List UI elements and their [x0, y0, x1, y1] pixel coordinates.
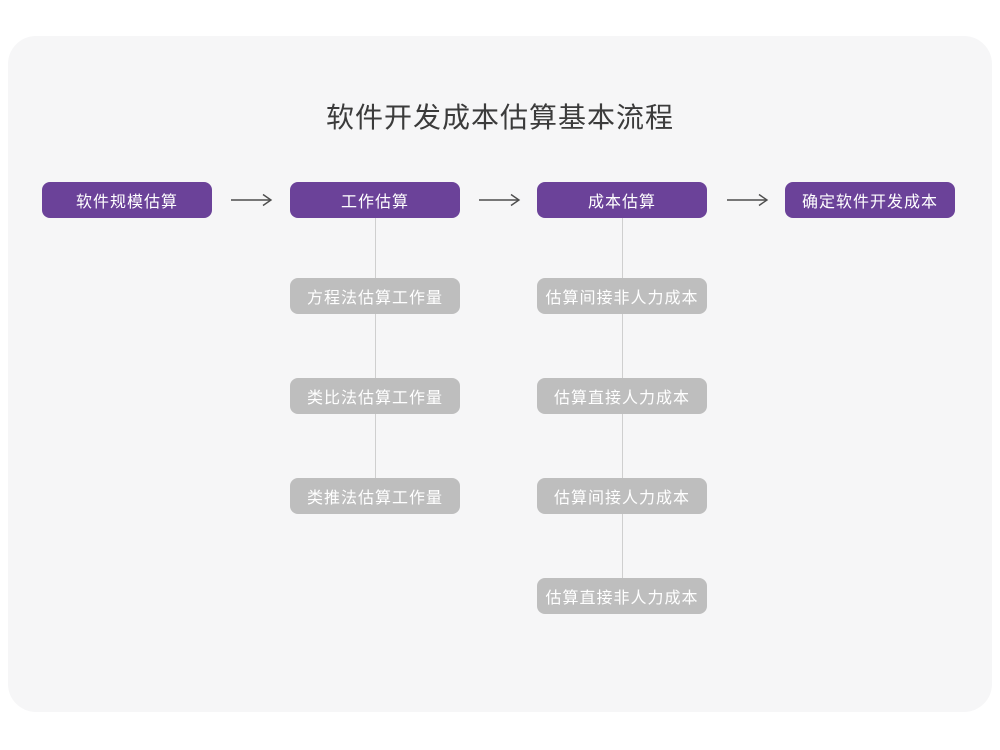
cost-item-direct-non-labor: 估算直接非人力成本: [537, 578, 707, 614]
cost-item-direct-labor: 估算直接人力成本: [537, 378, 707, 414]
flow-step-determine-dev-cost: 确定软件开发成本: [785, 182, 955, 218]
node-label: 类推法估算工作量: [306, 490, 443, 507]
connector-line-work-column: [374, 218, 376, 496]
node-label: 确定软件开发成本: [801, 194, 938, 211]
flow-step-cost-estimation: 成本估算: [537, 182, 707, 218]
work-method-analogy: 类比法估算工作量: [290, 378, 460, 414]
flow-arrow-icon: [478, 193, 522, 207]
node-label: 估算间接非人力成本: [545, 290, 699, 307]
node-label: 工作估算: [340, 194, 409, 211]
cost-item-indirect-non-labor: 估算间接非人力成本: [537, 278, 707, 314]
flow-arrow-icon: [230, 193, 274, 207]
diagram-title: 软件开发成本估算基本流程: [325, 102, 674, 133]
flow-arrow-icon: [726, 193, 770, 207]
flow-step-software-scale-estimation: 软件规模估算: [42, 182, 212, 218]
node-label: 方程法估算工作量: [306, 290, 443, 307]
cost-item-indirect-labor: 估算间接人力成本: [537, 478, 707, 514]
work-method-equation: 方程法估算工作量: [290, 278, 460, 314]
node-label: 估算间接人力成本: [553, 490, 690, 507]
diagram-card: 软件规模估算 工作估算 成本估算 确定软件开发成本: [8, 36, 992, 712]
node-label: 估算直接非人力成本: [545, 590, 699, 607]
node-label: 估算直接人力成本: [553, 390, 690, 407]
node-label: 成本估算: [587, 194, 656, 211]
node-label: 软件规模估算: [75, 194, 178, 211]
flow-step-work-estimation: 工作估算: [290, 182, 460, 218]
work-method-extrapolation: 类推法估算工作量: [290, 478, 460, 514]
node-label: 类比法估算工作量: [306, 390, 443, 407]
